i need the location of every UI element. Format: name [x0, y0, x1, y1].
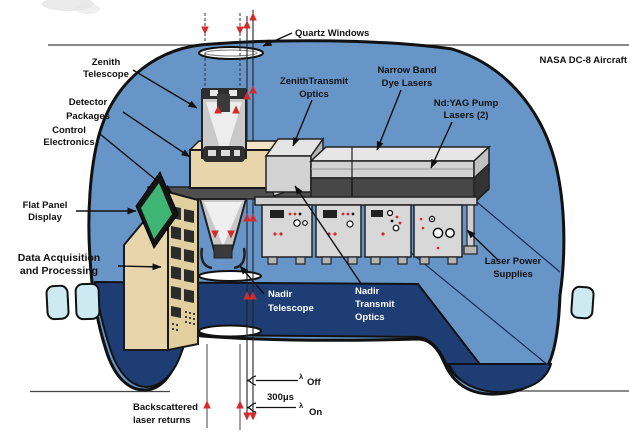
- label-zenith-transmit-1: ZenithTransmit: [280, 76, 349, 87]
- label-data-acquisition-2: and Processing: [20, 265, 98, 277]
- wheel-fairing-right: [447, 363, 553, 394]
- laser-power-supply-cabinet: [413, 204, 463, 265]
- rack-cabinet: [315, 204, 362, 265]
- label-backscattered-1: Backscattered: [133, 402, 198, 413]
- laser-power-leader: [466, 229, 499, 261]
- label-narrow-band-2: Dye Lasers: [382, 78, 433, 89]
- cabin-window: [74, 282, 101, 321]
- floor-line-1: [409, 251, 550, 367]
- data-acquisition-leader: [117, 263, 162, 271]
- label-data-acquisition-1: Data Acquisition: [18, 252, 100, 264]
- rack-vent-dots: [172, 311, 195, 331]
- quartz-windows-leader: [262, 32, 293, 47]
- label-zenith-telescope-1: Zenith: [92, 57, 121, 68]
- label-detector-packages-2: Packages: [66, 111, 110, 122]
- label-aircraft: NASA DC-8 Aircraft: [540, 55, 628, 66]
- nadir-quartz-window: [198, 324, 262, 338]
- shelf-foot: [463, 245, 478, 255]
- label-zenith-telescope-2: Telescope: [83, 69, 129, 80]
- nadir-transmit-leader: [294, 185, 363, 286]
- nadir-telescope-drawing: [198, 198, 248, 270]
- label-flat-panel-2: Display: [28, 212, 63, 223]
- cabin-windows: [45, 282, 595, 321]
- timing-diagram: λ Off 300μs λ On: [246, 372, 322, 418]
- label-lambda-on-symbol: λ: [299, 401, 304, 410]
- control-electronics-leader: [99, 133, 173, 194]
- rack-cabinet: [261, 204, 313, 265]
- brace-off: [246, 375, 257, 386]
- cabin-window: [570, 285, 595, 320]
- label-off: Off: [307, 377, 322, 388]
- detector-packages-leader: [122, 111, 191, 158]
- equipment-shelf: [254, 196, 478, 206]
- label-control-electronics-2: Electronics: [43, 137, 94, 148]
- cabin-window: [45, 284, 70, 321]
- zenith-telescope-leader: [132, 69, 198, 109]
- label-lambda-off-symbol: λ: [299, 372, 304, 381]
- brace-on: [246, 402, 257, 413]
- transmit-optics-box: [264, 136, 325, 195]
- nadir-telescope-leader: [239, 265, 265, 295]
- label-laser-power-2: Supplies: [493, 269, 533, 280]
- label-nadir-transmit-1: Nadir: [355, 286, 380, 297]
- label-on: On: [309, 407, 322, 418]
- label-detector-packages-1: Detector: [69, 97, 108, 108]
- label-nd-yag-2: Lasers (2): [444, 110, 489, 121]
- label-backscattered-2: laser returns: [133, 415, 191, 426]
- label-nd-yag-1: Nd:YAG Pump: [434, 98, 499, 109]
- label-interval: 300μs: [267, 392, 294, 403]
- label-laser-power-1: Laser Power: [485, 256, 542, 267]
- shelf-support: [466, 204, 475, 249]
- narrow-band-leader: [376, 89, 402, 151]
- labels: Quartz Windows Zenith Telescope Detector…: [18, 28, 628, 426]
- label-narrow-band-1: Narrow Band: [377, 65, 436, 76]
- label-nadir-transmit-2: Transmit: [355, 299, 395, 310]
- label-control-electronics-1: Control: [52, 125, 86, 136]
- floor-line-2: [464, 191, 561, 273]
- label-flat-panel-1: Flat Panel: [23, 200, 68, 211]
- label-quartz-windows: Quartz Windows: [295, 28, 369, 39]
- leader-lines: [76, 32, 499, 295]
- rack-cabinet: [364, 204, 412, 265]
- nd-yag-leader: [430, 121, 453, 169]
- laser-rack-cabinets: [261, 204, 478, 265]
- label-zenith-transmit-2: Optics: [299, 89, 329, 100]
- corner-smudge: [42, 0, 100, 14]
- label-nadir-transmit-3: Optics: [355, 312, 385, 323]
- zenith-telescope-drawing: [201, 88, 247, 162]
- label-nadir-telescope-1: Nadir: [268, 289, 293, 300]
- zenith-transmit-leader: [292, 99, 313, 147]
- label-nadir-telescope-2: Telescope: [268, 303, 314, 314]
- laser-assembly: [309, 145, 491, 205]
